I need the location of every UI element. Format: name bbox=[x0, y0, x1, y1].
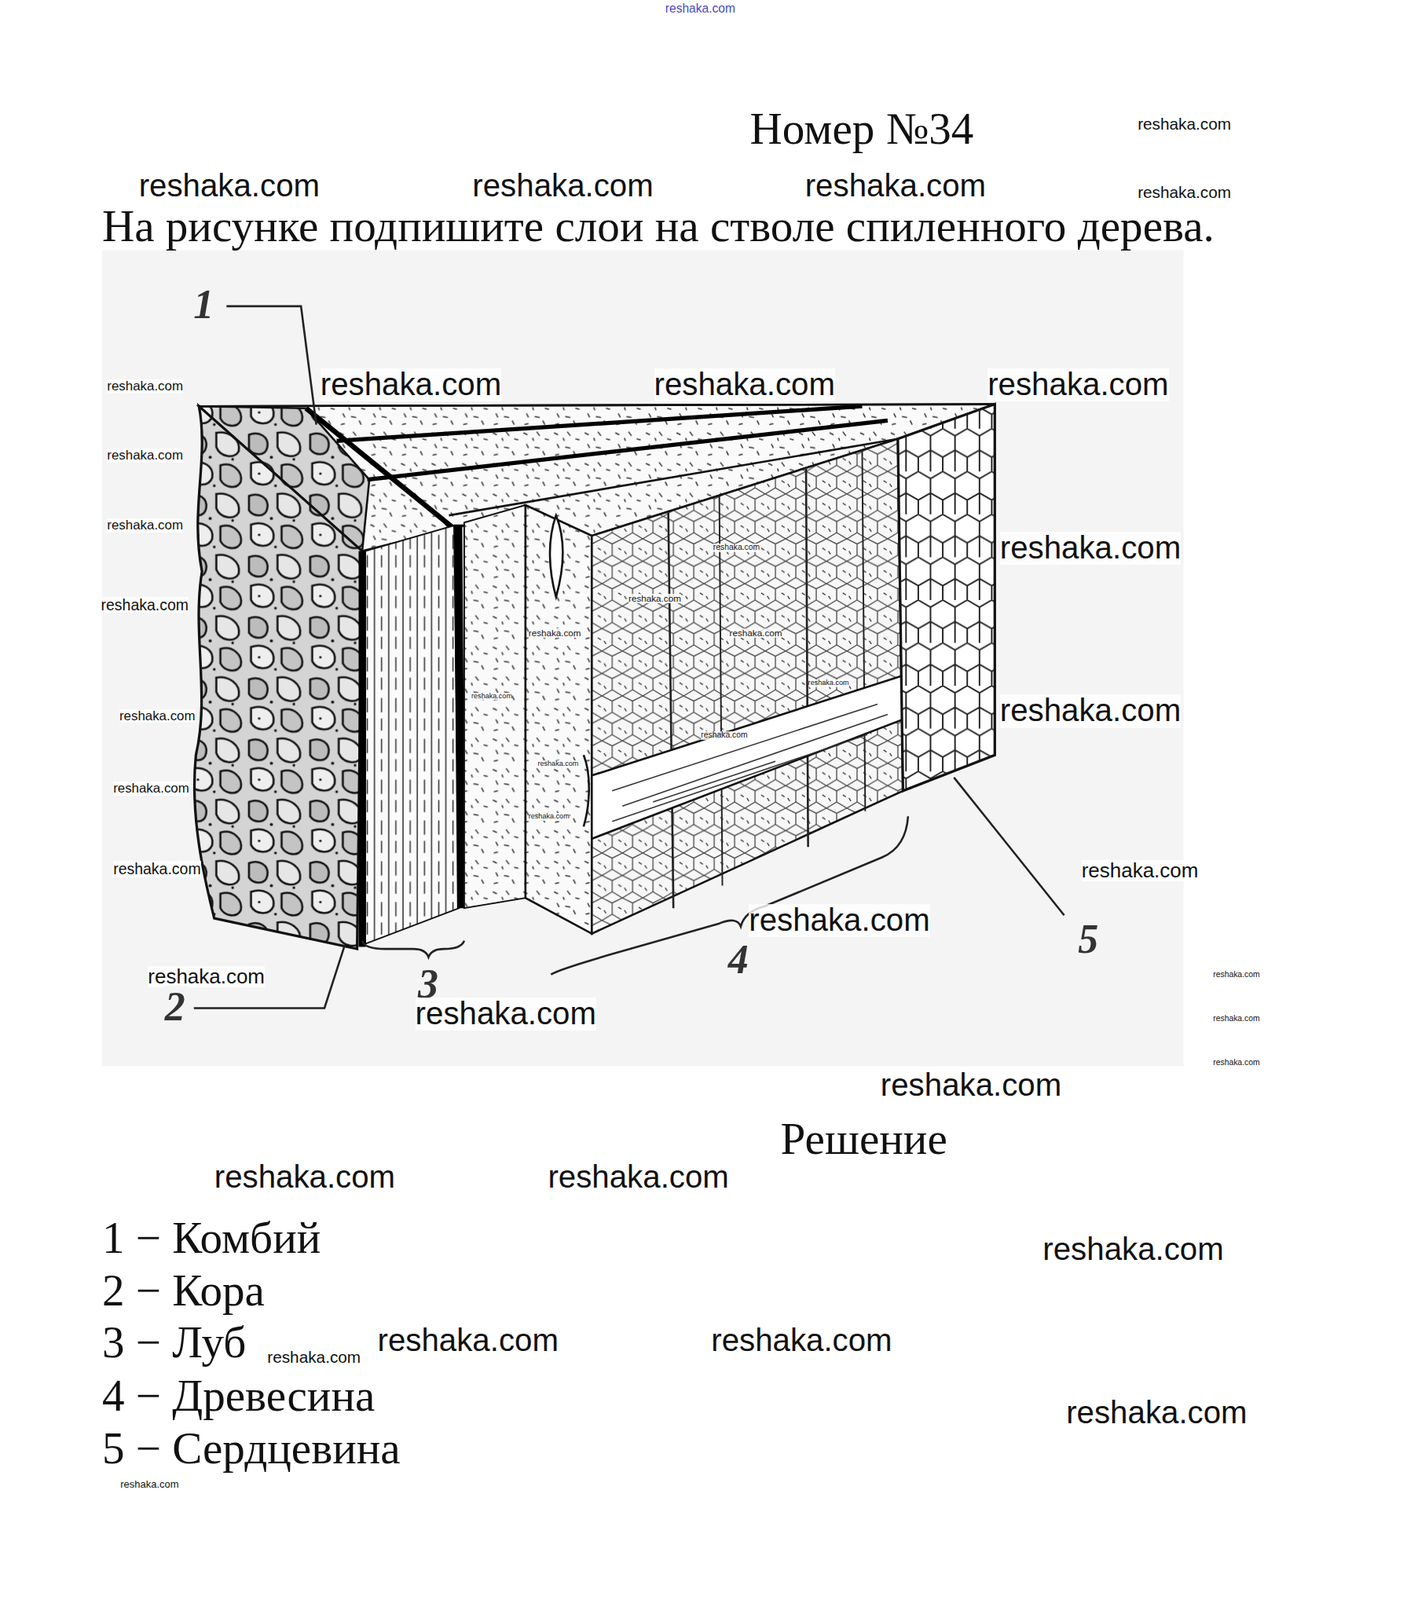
watermark: reshaka.com bbox=[1000, 531, 1181, 565]
watermark: reshaka.com bbox=[880, 1069, 1062, 1103]
watermark: reshaka.com bbox=[214, 1161, 396, 1195]
watermark: reshaka.com bbox=[1081, 860, 1199, 882]
watermark: reshaka.com bbox=[119, 709, 196, 724]
worksheet-text: 3 − Луб bbox=[102, 1319, 247, 1367]
watermark: reshaka.com bbox=[1000, 694, 1181, 728]
watermark: reshaka.com bbox=[987, 368, 1169, 402]
watermark: reshaka.com bbox=[537, 760, 579, 769]
watermark: reshaka.com bbox=[377, 1324, 559, 1358]
watermark: reshaka.com bbox=[1212, 970, 1260, 980]
watermark: reshaka.com bbox=[471, 692, 513, 701]
watermark: reshaka.com bbox=[528, 813, 570, 821]
watermark: reshaka.com bbox=[805, 169, 986, 203]
watermark: reshaka.com bbox=[1042, 1233, 1224, 1267]
watermark: reshaka.com bbox=[729, 628, 783, 638]
watermark: reshaka.com bbox=[113, 861, 201, 877]
watermark: reshaka.com bbox=[710, 1324, 892, 1358]
watermark: reshaka.com bbox=[101, 597, 189, 613]
watermark: reshaka.com bbox=[415, 997, 597, 1031]
callout-number: 2 bbox=[163, 985, 187, 1030]
watermark: reshaka.com bbox=[113, 781, 190, 796]
watermark: reshaka.com bbox=[528, 628, 582, 638]
watermark: reshaka.com bbox=[628, 593, 682, 604]
watermark: reshaka.com bbox=[1212, 1014, 1260, 1024]
worksheet-text: На рисунке подпишите слои на стволе спил… bbox=[102, 202, 1215, 250]
watermark: reshaka.com bbox=[147, 966, 265, 988]
watermark: reshaka.com bbox=[106, 448, 184, 463]
callout-number: 4 bbox=[726, 938, 751, 982]
callout-number: 5 bbox=[1076, 918, 1100, 962]
watermark: reshaka.com bbox=[665, 2, 736, 15]
watermark: reshaka.com bbox=[1066, 1396, 1247, 1430]
watermark: reshaka.com bbox=[808, 679, 850, 688]
callout-number: 1 bbox=[191, 283, 216, 327]
watermark: reshaka.com bbox=[1137, 183, 1232, 202]
watermark: reshaka.com bbox=[1212, 1058, 1260, 1068]
watermark: reshaka.com bbox=[547, 1161, 729, 1195]
watermark: reshaka.com bbox=[267, 1348, 361, 1367]
watermark: reshaka.com bbox=[472, 169, 653, 203]
watermark: reshaka.com bbox=[748, 904, 930, 938]
worksheet-text: 2 − Кора bbox=[102, 1267, 265, 1315]
watermark: reshaka.com bbox=[120, 1479, 179, 1491]
worksheet-text: 5 − Сердцевина bbox=[102, 1425, 401, 1473]
watermark: reshaka.com bbox=[106, 379, 184, 394]
worksheet-text: 4 − Древесина bbox=[102, 1372, 376, 1420]
worksheet-text: 1 − Комбий bbox=[102, 1214, 321, 1262]
watermark: reshaka.com bbox=[320, 368, 502, 402]
worksheet-text: Решение bbox=[780, 1115, 948, 1163]
watermark: reshaka.com bbox=[106, 518, 184, 533]
watermark: reshaka.com bbox=[139, 169, 320, 203]
watermark: reshaka.com bbox=[654, 368, 836, 402]
watermark: reshaka.com bbox=[1137, 115, 1232, 133]
task-title: Номер №34 bbox=[750, 105, 975, 153]
watermark: reshaka.com bbox=[700, 731, 748, 741]
watermark: reshaka.com bbox=[713, 543, 760, 553]
